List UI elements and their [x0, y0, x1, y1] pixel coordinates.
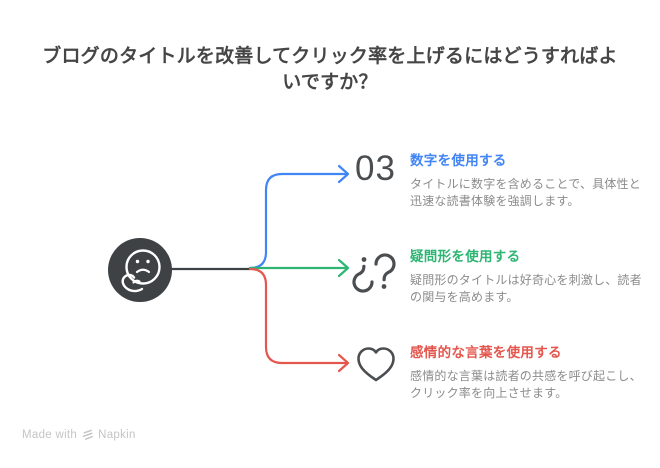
- arrowhead-emotional: [337, 353, 350, 373]
- branch-body-question: 疑問形のタイトルは好奇心を刺激し、読者の関与を高めます。: [410, 273, 642, 304]
- number-03-icon: 03: [355, 149, 396, 188]
- branch-emotional: 感情的な言葉を使用する 感情的な言葉は読者の共感を呼び起こし、クリック率を向上さ…: [410, 341, 650, 402]
- branch-body-emotional: 感情的な言葉は読者の共感を呼び起こし、クリック率を向上させます。: [410, 369, 642, 400]
- napkin-brand-label: Napkin: [98, 428, 136, 441]
- central-node: [108, 238, 172, 302]
- napkin-logo-icon: [82, 429, 94, 440]
- made-with-napkin-link[interactable]: Made with Napkin: [22, 428, 136, 441]
- branch-line-numbers: [248, 172, 348, 270]
- branch-heading-question: 疑問形を使用する: [410, 249, 521, 264]
- branch-heading-emotional: 感情的な言葉を使用する: [410, 345, 562, 360]
- branch-body-numbers: タイトルに数字を含めることで、具体性と迅速な読書体験を強調します。: [410, 177, 641, 208]
- branch-line-emotional: [248, 267, 348, 365]
- thinking-face-icon: [108, 238, 172, 302]
- branch-heading-numbers: 数字を使用する: [410, 153, 507, 168]
- arrowhead-numbers: [337, 164, 350, 184]
- diagram-title: ブログのタイトルを改善してクリック率を上げるにはどうすればよいですか？: [42, 46, 618, 93]
- branch-question: 疑問形を使用する 疑問形のタイトルは好奇心を刺激し、読者の関与を高めます。: [410, 245, 650, 306]
- heart-icon: [357, 347, 395, 382]
- arrowhead-question: [337, 258, 350, 278]
- made-with-label: Made with: [22, 428, 78, 441]
- question-marks-icon: [352, 253, 396, 293]
- branch-numbers: 数字を使用する タイトルに数字を含めることで、具体性と迅速な読書体験を強調します…: [410, 149, 650, 210]
